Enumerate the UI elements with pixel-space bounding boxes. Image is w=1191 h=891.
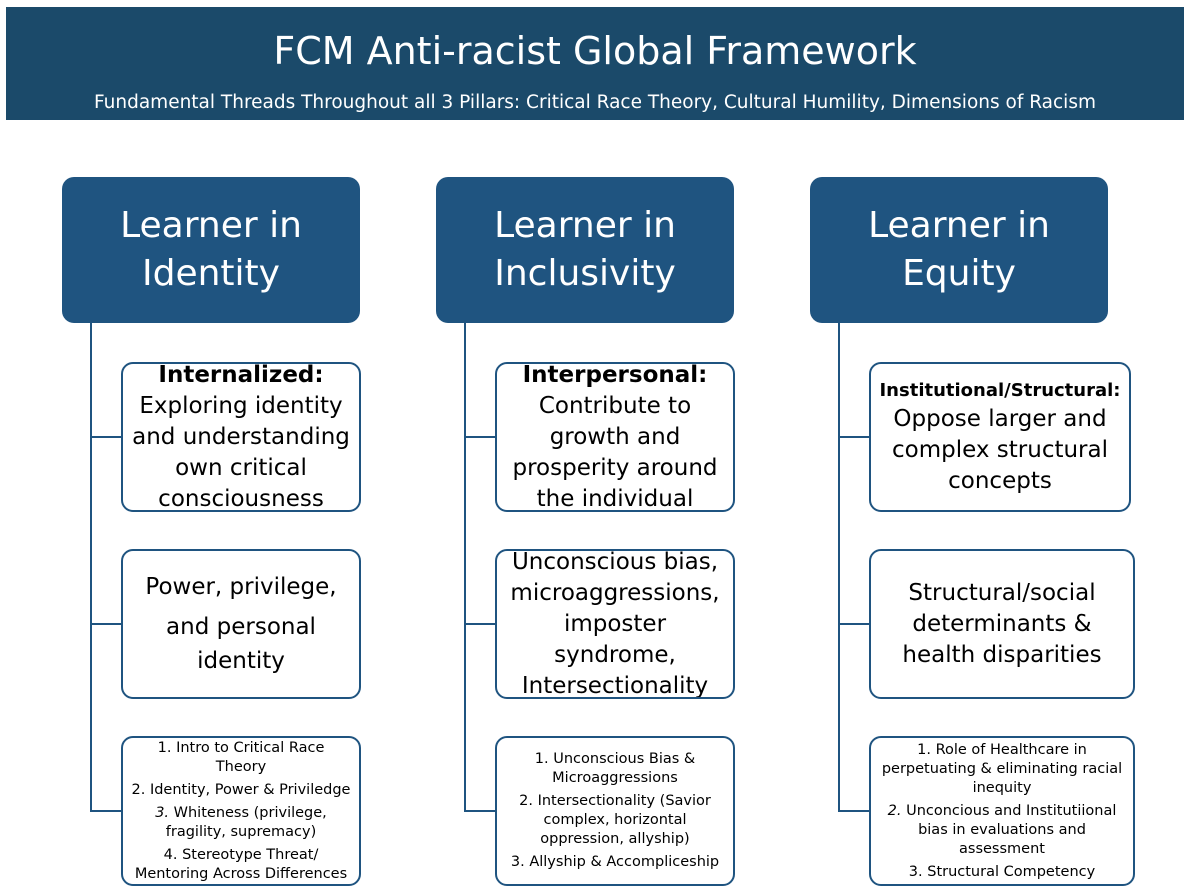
inclusivity-bias-text: Unconscious bias, microaggressions, impo… [510,549,720,699]
pillar-equity-connector-1 [838,436,869,438]
pillar-equity-connector-2 [838,623,869,625]
pillar-identity-connector-1 [90,436,121,438]
inclusivity-bias-box: Unconscious bias, microaggressions, impo… [495,549,735,699]
page-subtitle: Fundamental Threads Throughout all 3 Pil… [94,92,1096,113]
list-item: 2. Identity, Power & Priviledge [131,781,351,798]
pillar-identity-connector-2 [90,623,121,625]
pillar-identity-header: Learner in Identity [62,177,360,323]
list-item: 3. Allyship & Accompliceship [510,854,720,870]
pillar-equity-connector-3 [838,810,869,812]
equity-determinants-box: Structural/social determinants & health … [869,549,1135,699]
pillar-inclusivity-header: Learner in Inclusivity [436,177,734,323]
identity-internalized-label: Internalized: [158,362,324,388]
identity-power-line2: and personal identity [166,614,316,674]
pillar-inclusivity-connector-1 [464,436,495,438]
identity-topics-box: 1. Intro to Critical Race Theory 2. Iden… [121,736,361,886]
equity-institutional-text: Oppose larger and complex structural con… [892,405,1108,494]
identity-internalized-box: Internalized: Exploring identity and und… [121,362,361,512]
list-item: 4. Stereotype Threat/ Mentoring Across D… [134,846,348,882]
pillar-equity-header: Learner in Equity [810,177,1108,323]
pillar-identity-title-line2: Identity [142,253,280,294]
page-title: FCM Anti-racist Global Framework [273,29,917,73]
pillar-equity-connector-trunk [838,323,840,811]
list-item: 1. Intro to Critical Race Theory [157,739,325,775]
framework-banner: FCM Anti-racist Global Framework Fundame… [6,7,1184,120]
pillar-equity-title-line2: Equity [902,253,1016,294]
pillar-inclusivity-title-line1: Learner in [494,205,676,246]
pillar-identity-connector-3 [90,810,121,812]
inclusivity-interpersonal-text: Contribute to growth and prosperity arou… [512,392,718,512]
pillar-inclusivity-title-line2: Inclusivity [494,253,676,294]
pillar-identity-connector-trunk [90,323,92,811]
list-item: 1. Unconscious Bias & Microaggressions [534,751,696,786]
inclusivity-topics-box: 1. Unconscious Bias & Microaggressions 2… [495,736,735,886]
pillar-inclusivity-connector-2 [464,623,495,625]
list-item: 2. Intersectionality (Savior complex, ho… [519,793,711,847]
list-item: 3. Structural Competency [908,863,1096,880]
identity-power-box: Power, privilege, and personal identity [121,549,361,699]
pillar-inclusivity-connector-3 [464,810,495,812]
pillar-inclusivity-connector-trunk [464,323,466,811]
list-item: 2. Unconcious and Institutiional bias in… [887,802,1117,857]
equity-determinants-text: Structural/social determinants & health … [902,579,1102,668]
pillar-identity-title-line1: Learner in [120,205,302,246]
list-item: 1. Role of Healthcare in perpetuating & … [881,741,1123,796]
identity-internalized-text: Exploring identity and understanding own… [132,392,350,512]
identity-power-line1: Power, privilege, [145,574,337,600]
list-item: 3. Whiteness (privilege, fragility, supr… [155,804,327,840]
equity-institutional-label: Institutional/Structural: [879,379,1121,401]
inclusivity-interpersonal-box: Interpersonal: Contribute to growth and … [495,362,735,512]
pillar-equity-title-line1: Learner in [868,205,1050,246]
inclusivity-interpersonal-label: Interpersonal: [522,362,708,388]
equity-institutional-box: Institutional/Structural: Oppose larger … [869,362,1131,512]
equity-topics-box: 1. Role of Healthcare in perpetuating & … [869,736,1135,886]
